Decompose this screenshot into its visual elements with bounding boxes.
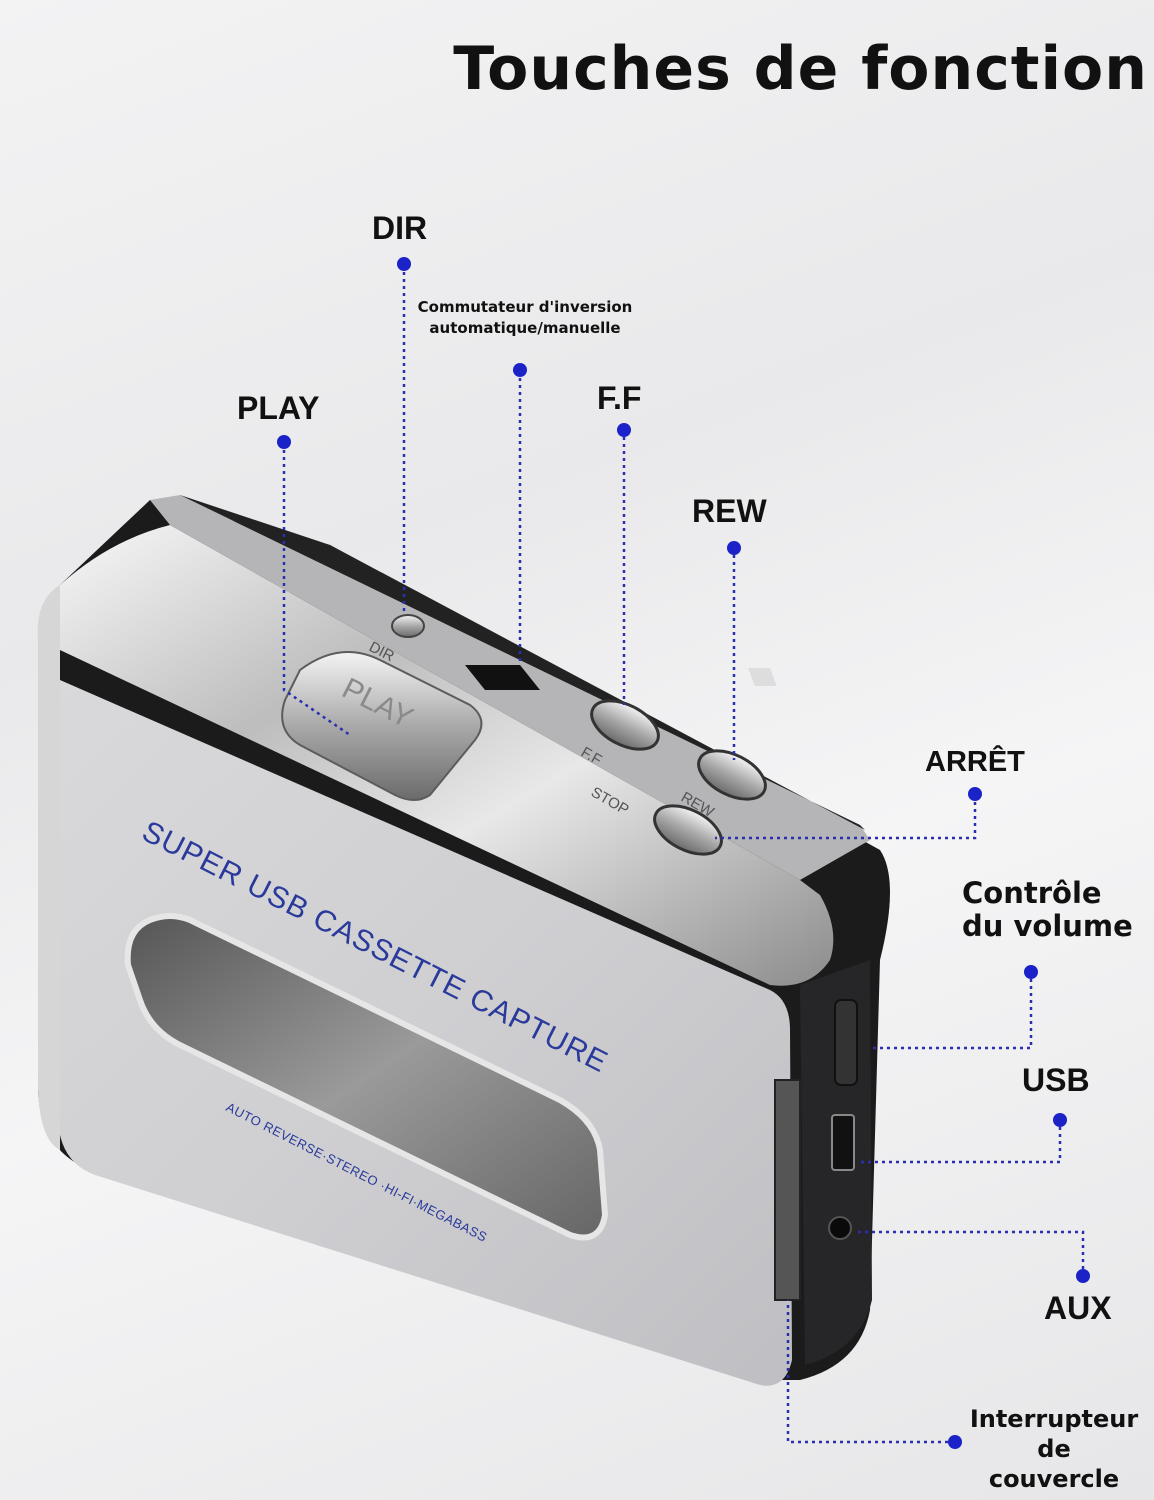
label-usb: USB xyxy=(1022,1062,1090,1098)
stop-button xyxy=(653,804,723,856)
label-aux: AUX xyxy=(1044,1290,1112,1326)
label-direction-switch: Commutateur d'inversion automatique/manu… xyxy=(410,297,640,339)
label-cover-switch: Interrupteur de couvercle xyxy=(966,1404,1142,1494)
direction-switch xyxy=(465,665,540,690)
label-stop: ARRÊT xyxy=(925,746,1025,778)
label-volume-line1: Contrôle xyxy=(962,876,1102,910)
leader-lines xyxy=(282,265,1085,1444)
label-direction-switch-line2: automatique/manuelle xyxy=(429,319,621,337)
cover-latch xyxy=(774,1079,801,1301)
play-button xyxy=(281,651,483,801)
ff-button xyxy=(590,699,660,751)
ff-dot xyxy=(617,423,631,437)
label-direction-switch-line1: Commutateur d'inversion xyxy=(417,298,633,316)
label-volume: Contrôle du volume xyxy=(962,877,1133,943)
cassette-window xyxy=(124,913,609,1241)
rew-button xyxy=(697,749,767,801)
label-cover-line1: Interrupteur xyxy=(969,1405,1139,1433)
rew-dot xyxy=(727,541,741,555)
volume-wheel xyxy=(834,999,858,1086)
aux-dot xyxy=(1076,1269,1090,1283)
label-rew: REW xyxy=(692,493,767,529)
aux-jack xyxy=(828,1216,852,1240)
switch-dot xyxy=(513,363,527,377)
play-dot xyxy=(277,435,291,449)
stop-dot xyxy=(968,787,982,801)
dir-button xyxy=(391,614,425,638)
label-ff: F.F xyxy=(597,380,642,416)
label-cover-line2: de xyxy=(1037,1435,1071,1463)
page-title: Touches de fonction xyxy=(453,34,1148,104)
label-play: PLAY xyxy=(237,390,320,426)
usb-port xyxy=(831,1114,855,1171)
label-volume-line2: du volume xyxy=(962,909,1133,943)
volume-dot xyxy=(1024,965,1038,979)
label-cover-line3: couvercle xyxy=(988,1465,1120,1493)
anchor-dots xyxy=(277,257,1090,1449)
cover-dot xyxy=(948,1435,962,1449)
label-dir: DIR xyxy=(372,210,428,246)
dir-dot xyxy=(397,257,411,271)
usb-dot xyxy=(1053,1113,1067,1127)
